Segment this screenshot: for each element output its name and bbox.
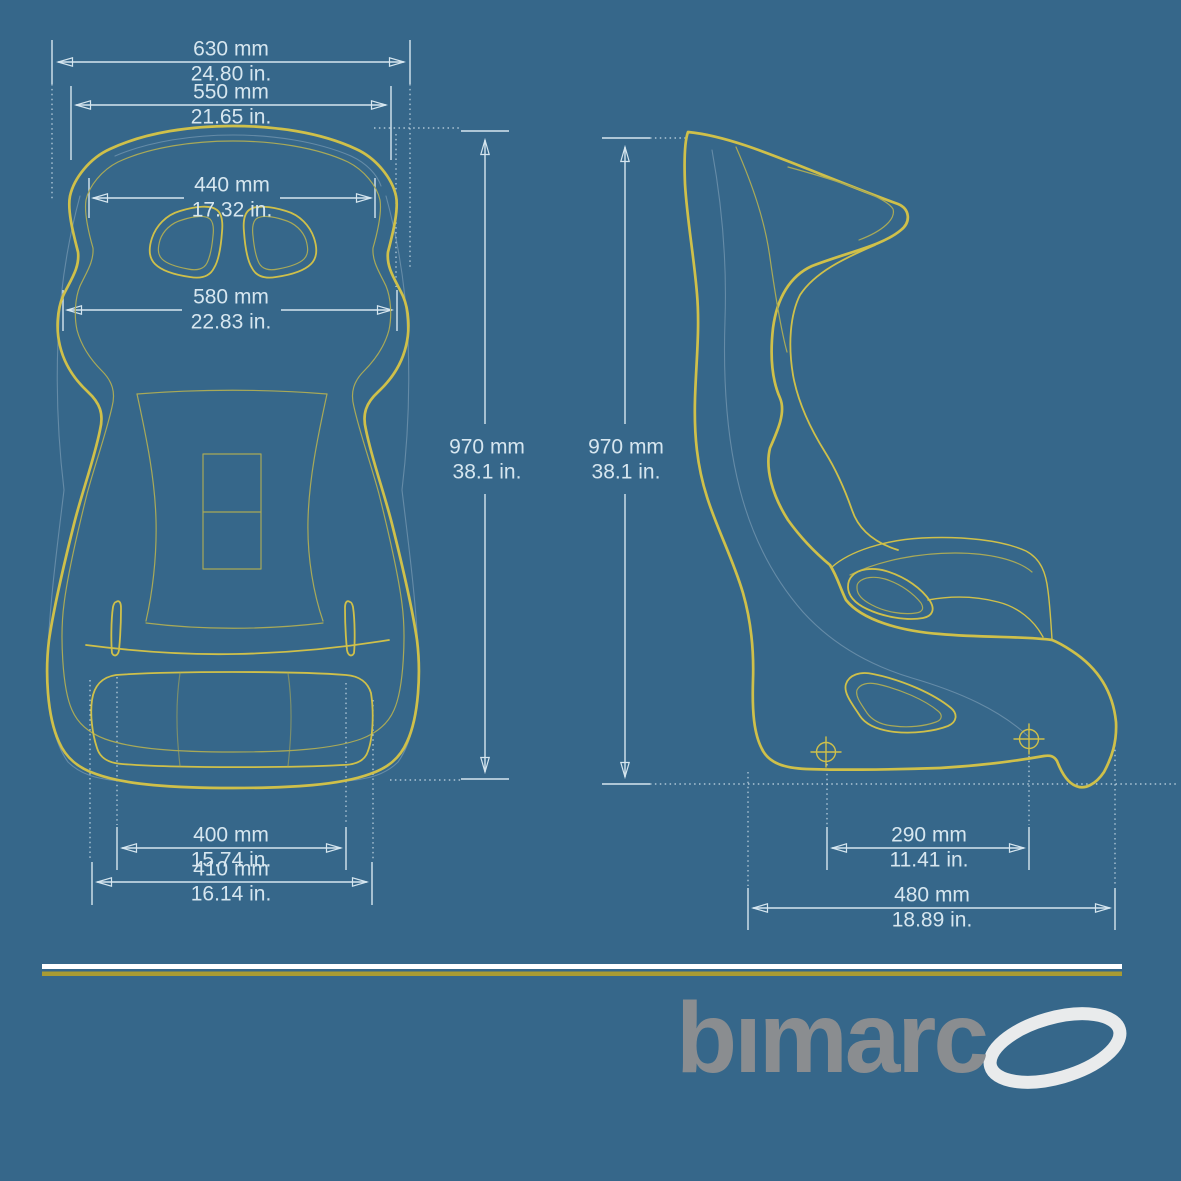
dim-mm: 480 mm	[894, 883, 970, 907]
front-harness-hole-right	[242, 205, 318, 279]
dim-mm: 410 mm	[193, 857, 269, 881]
side-shoulder-wing	[831, 536, 1053, 640]
front-back-panel	[136, 393, 157, 622]
brand-separator	[42, 964, 1122, 976]
brand-logo-text: bımarc	[676, 982, 989, 1094]
front-seat-outline	[45, 124, 421, 790]
side-seat-outline	[683, 130, 1118, 789]
side-mount-opening	[844, 672, 957, 734]
dim-in: 18.89 in.	[891, 908, 973, 931]
dim-mm: 400 mm	[193, 823, 269, 847]
dim-front-base-width-label: 400 mm 15.74 in.	[191, 823, 272, 872]
dim-front-shoulder-width-label: 440 mm 17.32 in.	[192, 173, 273, 222]
dim-mm: 440 mm	[194, 173, 270, 197]
front-back-panel	[145, 622, 324, 629]
dim-side-base-length-label: 480 mm 18.89 in.	[892, 883, 973, 932]
side-mount-point-front	[1013, 723, 1045, 755]
front-belt-slit-left	[110, 600, 122, 657]
dim-in: 38.1 in.	[452, 460, 522, 483]
side-harness-hole-inner	[856, 576, 924, 615]
front-back-panel	[136, 389, 328, 395]
front-cushion-seam-right	[287, 672, 292, 767]
front-harness-hole-left	[148, 205, 224, 279]
dim-mm: 970 mm	[588, 435, 664, 459]
dim-in: 16.14 in.	[190, 882, 272, 905]
dim-in: 11.41 in.	[889, 848, 969, 871]
side-shoulder-wing-inner	[849, 552, 1033, 576]
front-seat-inner-contour	[61, 140, 405, 753]
dim-mm: 580 mm	[193, 285, 269, 309]
front-shell-contour-blue	[114, 134, 382, 187]
front-view-drawing	[45, 124, 421, 790]
side-headrest-inner	[787, 166, 894, 241]
dim-mm: 970 mm	[449, 435, 525, 459]
dim-front-overall-width-label: 630 mm 24.80 in.	[191, 37, 272, 86]
side-thigh-bolster	[927, 596, 1044, 638]
side-mount-opening-inner	[856, 682, 942, 728]
side-harness-hole	[847, 568, 934, 620]
dim-front-shell-width-label: 550 mm 21.65 in.	[191, 80, 272, 129]
dim-side-mount-spacing-label: 290 mm 11.41 in.	[889, 823, 968, 872]
dim-in: 38.1 in.	[591, 460, 661, 483]
dim-front-height-label: 970 mm 38.1 in.	[449, 435, 525, 484]
front-cushion-seam-left	[176, 672, 181, 767]
dim-mm: 290 mm	[891, 823, 967, 847]
side-headrest-seam	[735, 146, 788, 353]
front-harness-hole-left-inner	[157, 215, 214, 271]
front-back-panel	[307, 393, 328, 622]
front-belt-slit-right	[344, 600, 356, 657]
separator-gold-stripe	[42, 971, 1122, 976]
dim-front-hip-width-label: 580 mm 22.83 in.	[191, 285, 272, 334]
side-shell-contour-blue	[711, 149, 1030, 738]
dim-in: 15.74 in.	[190, 848, 272, 871]
dim-in: 21.65 in.	[190, 105, 272, 128]
dim-in: 17.32 in.	[191, 198, 273, 221]
separator-white-stripe	[42, 964, 1122, 969]
dim-front-base-outer-width-label: 410 mm 16.14 in.	[191, 857, 272, 906]
logo-o-ellipse-icon	[983, 1007, 1127, 1089]
dim-side-height-label: 970 mm 38.1 in.	[588, 435, 664, 484]
front-seat-cushion	[90, 671, 374, 769]
dim-in: 24.80 in.	[190, 62, 272, 85]
dimension-linework	[51, 40, 1178, 930]
side-view-drawing	[683, 130, 1118, 789]
front-cushion-seam	[85, 639, 390, 656]
dim-mm: 550 mm	[193, 80, 269, 104]
side-mount-point-rear	[810, 736, 842, 768]
front-harness-hole-right-inner	[252, 215, 309, 271]
side-front-face-seam	[789, 244, 899, 551]
dim-mm: 630 mm	[193, 37, 269, 61]
dim-in: 22.83 in.	[190, 310, 272, 333]
